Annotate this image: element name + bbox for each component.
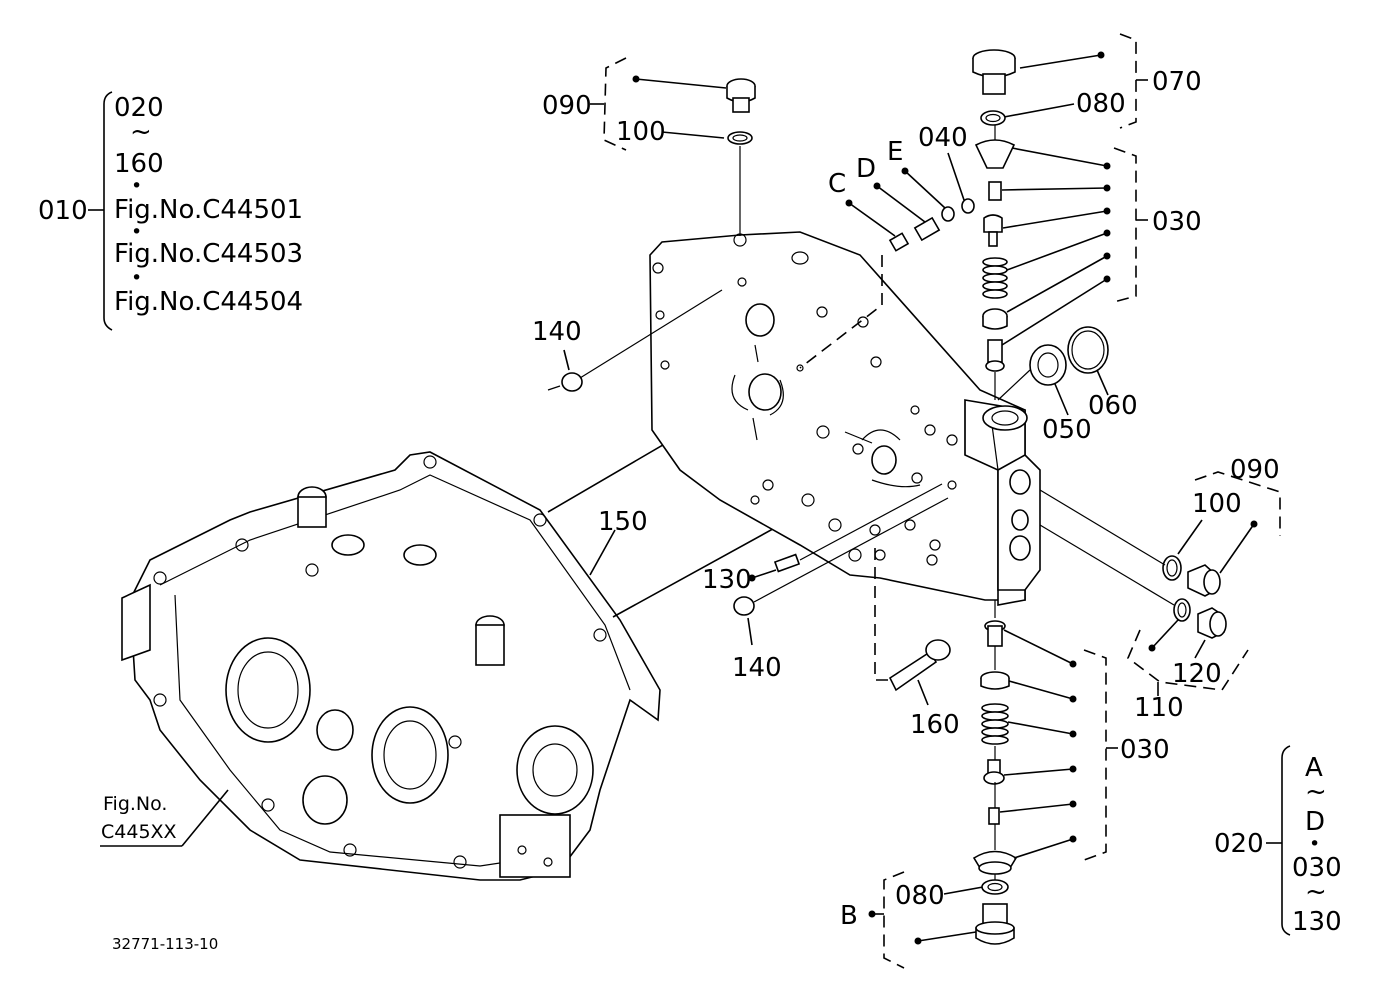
group-010-line-5: Fig.No.C44501 [114,195,303,225]
group-010-line-8: • [131,267,142,289]
label-C: C [828,169,846,199]
group-020-line-7: 130 [1292,907,1342,937]
pin-130-bushing-140-bolt-160: 130 140 160 [702,483,960,740]
label-060: 060 [1088,391,1138,421]
label-140-bottom: 140 [732,653,782,683]
label-130: 130 [702,565,752,595]
label-070: 070 [1152,67,1202,97]
group-020-line-4: • [1309,833,1320,855]
label-050: 050 [1042,415,1092,445]
label-040: 040 [918,123,968,153]
label-080-bottom: 080 [895,881,945,911]
label-090-right: 090 [1230,455,1280,485]
fig-reference-line1: Fig.No. [103,793,167,815]
cover-holes [652,233,958,566]
group-010-line-6: • [131,221,142,243]
group-020-line-5: 030 [1292,853,1342,883]
transmission-case [121,451,661,881]
bushing-140-top: 140 [532,289,723,392]
label-110: 110 [1134,693,1184,723]
fig-reference: Fig.No. C445XX [100,789,229,847]
valve-cover-plate [649,231,1041,681]
case-bolt-holes [153,455,607,869]
small-parts-cde-040: C D E 040 [828,123,975,252]
plug-assembly-right: 090 100 120 110 [1039,455,1281,723]
group-020-line-2: ~ [1305,777,1327,807]
group-010-line-9: Fig.No.C44504 [114,287,303,317]
label-100-top: 100 [616,117,666,147]
group-010-line-7: Fig.No.C44503 [114,239,303,269]
group-010-legend: 010 020 ~ 160 • Fig.No.C44501 • Fig.No.C… [38,91,303,331]
valve-stack-030-bottom: 030 [972,600,1170,882]
group-020-ref: 020 [1214,829,1264,859]
group-010-line-2: ~ [130,117,152,147]
group-010-ref: 010 [38,196,88,226]
plug-assembly-090-top: 090 100 [542,57,756,236]
group-020-line-6: ~ [1305,877,1327,907]
label-090-top: 090 [542,91,592,121]
group-020-line-3: D [1305,807,1325,837]
plug-assembly-B: B 080 [840,871,1015,969]
label-030-top: 030 [1152,207,1202,237]
group-020-line-1: A [1305,753,1323,783]
label-E: E [887,137,903,167]
label-140-top: 140 [532,317,582,347]
seal-050-ring-060: 050 060 [997,326,1138,445]
plug-assembly-070: 070 080 [972,33,1202,129]
label-B: B [840,901,858,931]
label-100-right: 100 [1192,489,1242,519]
drawing-code: 32771-113-10 [112,935,218,953]
fig-reference-line2: C445XX [101,821,177,843]
label-030-bottom: 030 [1120,735,1170,765]
label-150: 150 [598,507,648,537]
group-010-line-4: • [131,175,142,197]
group-020-legend: 020 A ~ D • 030 ~ 130 [1214,745,1342,937]
label-160: 160 [910,710,960,740]
valve-stack-030-top: 030 [974,125,1202,400]
label-D: D [856,154,876,184]
group-010-line-1: 020 [114,93,164,123]
label-080-top: 080 [1076,89,1126,119]
group-010-line-3: 160 [114,149,164,179]
label-120: 120 [1172,659,1222,689]
